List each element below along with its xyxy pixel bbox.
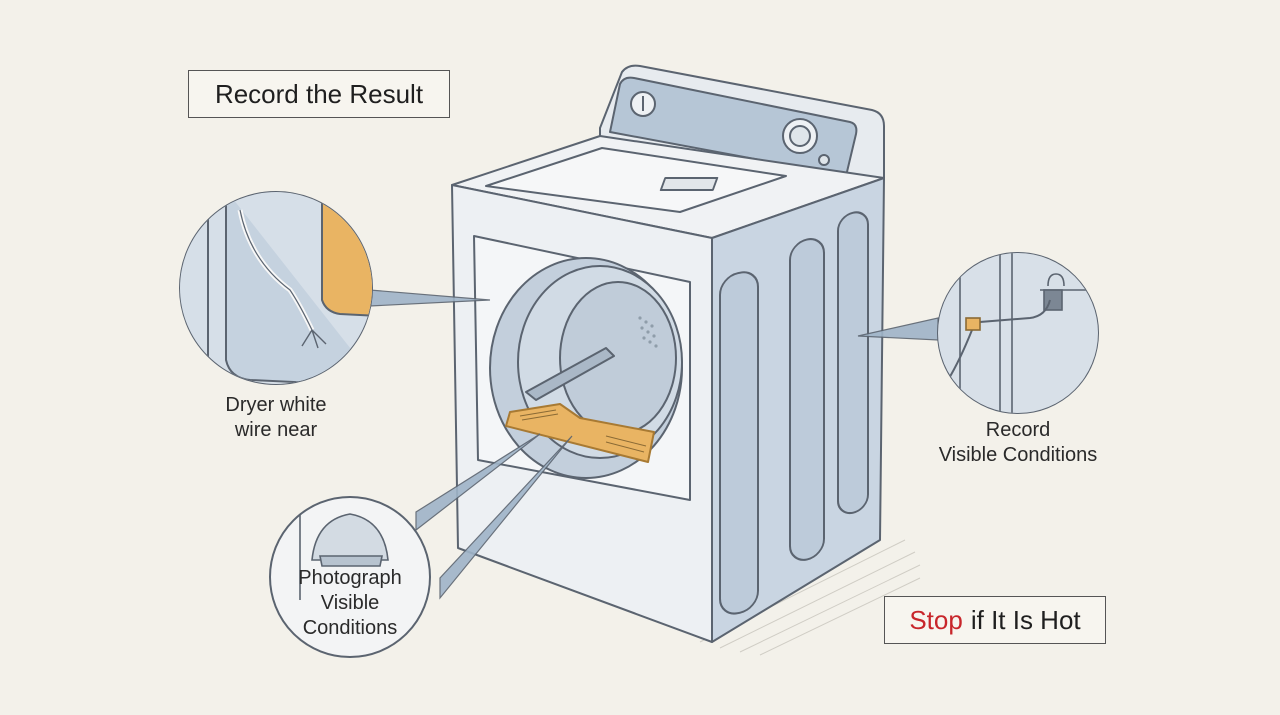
photo-caption-line3: Conditions bbox=[302, 617, 398, 639]
record-caption-line2: Visible Conditions bbox=[938, 444, 1098, 466]
warning-label: Stop if It Is Hot bbox=[884, 596, 1106, 644]
record-caption-line1: Record bbox=[985, 419, 1051, 441]
page-title-text: Record the Result bbox=[214, 78, 424, 109]
wire-caption-line1: Dryer white bbox=[225, 394, 327, 416]
dryer-illustration bbox=[451, 64, 885, 643]
callout-pointers bbox=[369, 289, 939, 600]
record-caption: Record Visible Conditions bbox=[918, 418, 1118, 468]
photo-caption-line1: Photograph bbox=[298, 567, 402, 589]
photo-caption: Photograph Visible Conditions bbox=[278, 566, 422, 641]
wire-closeup-circle bbox=[179, 191, 373, 385]
warning-rest: if It Is Hot bbox=[970, 604, 1081, 635]
lint-trap-closeup-circle bbox=[269, 496, 431, 658]
wire-caption: Dryer white wire near bbox=[196, 393, 356, 443]
rear-panel-closeup-circle bbox=[937, 252, 1099, 414]
photo-caption-line2: Visible bbox=[320, 592, 380, 614]
warning-stop-word: Stop bbox=[909, 604, 963, 635]
wire-caption-line2: wire near bbox=[234, 419, 318, 441]
page-title: Record the Result bbox=[188, 70, 450, 118]
